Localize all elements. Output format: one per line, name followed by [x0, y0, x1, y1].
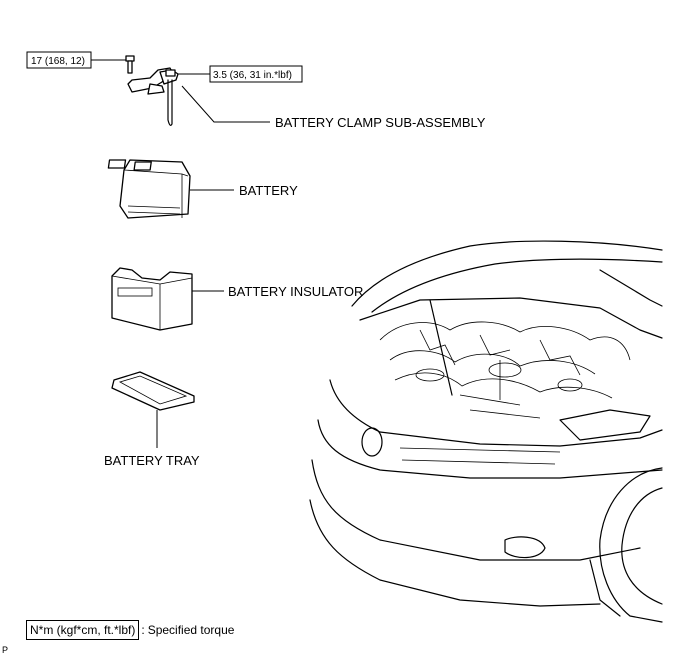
label-battery-insulator: BATTERY INSULATOR — [228, 284, 363, 299]
torque-legend: N*m (kgf*cm, ft.*lbf) : Specified torque — [26, 620, 234, 640]
torque-value-nut: 3.5 (36, 31 in.*lbf) — [213, 70, 292, 81]
legend-description: Specified torque — [147, 623, 235, 637]
legend-colon: : — [141, 623, 145, 637]
battery-clamp-drawing: BATTERY CLAMP SUB-ASSEMBLY — [125, 55, 486, 130]
torque-value-bolt: 17 (168, 12) — [31, 56, 85, 67]
torque-unit-box: N*m (kgf*cm, ft.*lbf) — [26, 620, 140, 640]
battery-insulator-drawing: BATTERY INSULATOR — [111, 267, 363, 331]
vehicle-front-drawing — [309, 240, 663, 623]
battery-drawing: BATTERY — [107, 159, 298, 219]
torque-callout-bolt: 17 (168, 12) — [26, 51, 128, 69]
label-battery: BATTERY — [239, 183, 298, 198]
label-battery-tray: BATTERY TRAY — [104, 453, 200, 468]
torque-callout-nut: 3.5 (36, 31 in.*lbf) — [178, 65, 303, 83]
label-battery-clamp: BATTERY CLAMP SUB-ASSEMBLY — [275, 115, 486, 130]
corner-code: P — [2, 645, 9, 655]
battery-tray-drawing: BATTERY TRAY — [104, 371, 200, 468]
